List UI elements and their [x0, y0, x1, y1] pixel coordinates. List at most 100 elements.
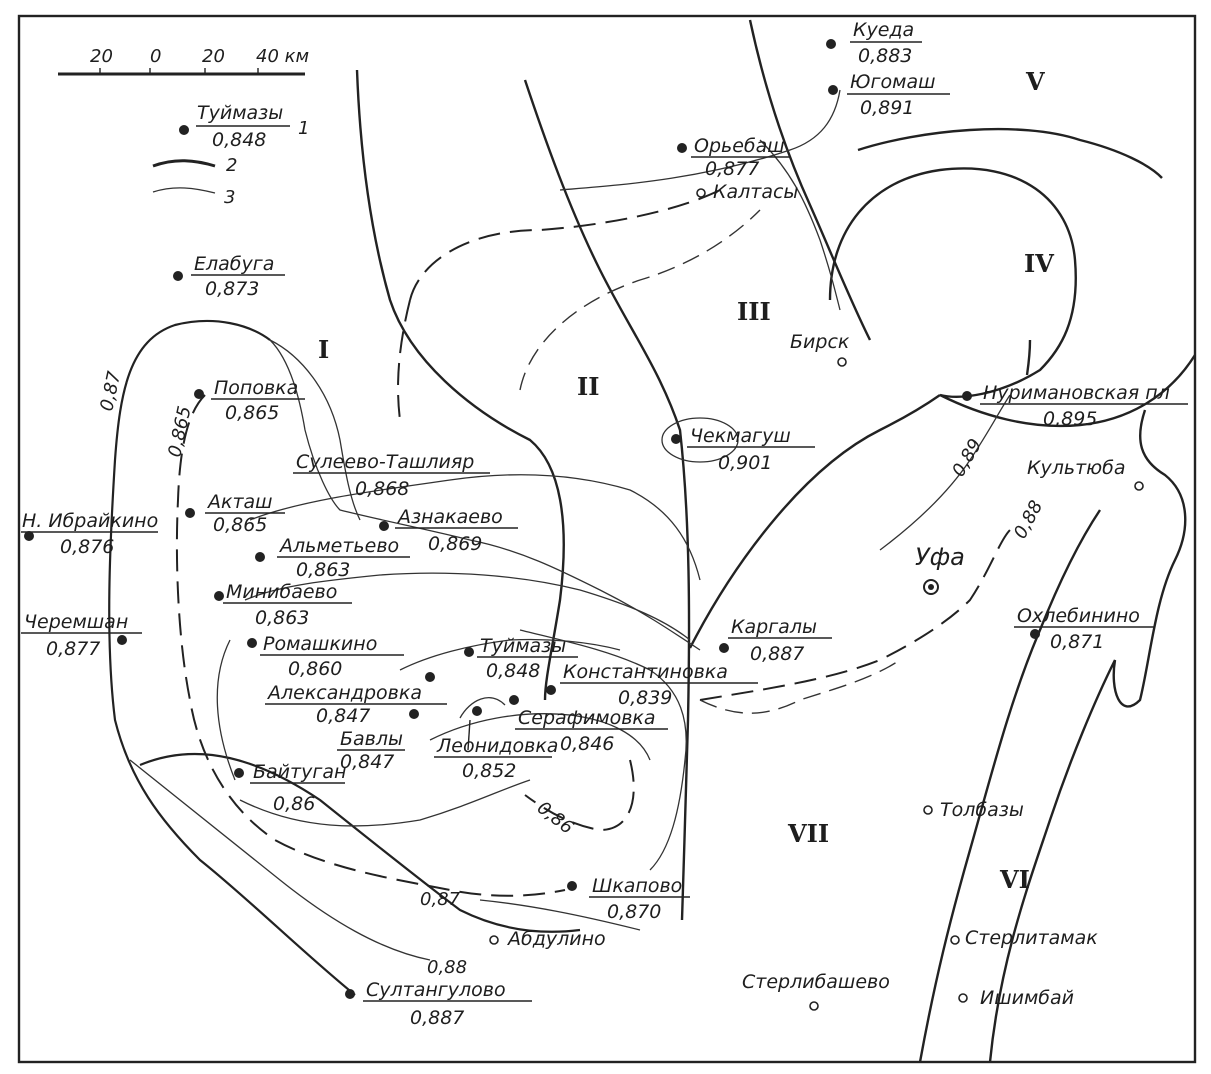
svg-text:0,883: 0,883 [858, 45, 912, 67]
svg-text:Байтуган: Байтуган [253, 761, 346, 783]
scale-tick-4: 40 км [256, 46, 309, 67]
field-okhlebinino: Охлебинино 0,871 [1014, 605, 1155, 653]
svg-text:0,870: 0,870 [607, 901, 661, 923]
svg-text:0,895: 0,895 [1043, 408, 1097, 430]
svg-text:Александровка: Александровка [266, 682, 422, 704]
field-konstantinovka: Константиновка 0,839 [546, 661, 758, 709]
legend-line-3 [152, 187, 216, 194]
field-bavly: Бавлы 0,847 [337, 709, 419, 773]
svg-text:0,865: 0,865 [225, 402, 279, 424]
svg-text:Султангулово: Султангулово [366, 979, 506, 1001]
svg-text:Н. Ибрайкино: Н. Ибрайкино [22, 510, 158, 532]
svg-text:Минибаево: Минибаево [226, 581, 337, 603]
zone-label-7: VII [787, 819, 829, 848]
town-sterlibashevo: Стерлибашево [742, 971, 890, 1011]
field-almetyevo: Альметьево 0,863 [255, 535, 410, 581]
field-yugomash: Югомаш 0,891 [828, 71, 950, 119]
field-tuymazy: Туймазы 0,848 [464, 635, 578, 682]
scale-tick-1: 20 [90, 46, 113, 67]
svg-text:0,868: 0,868 [355, 478, 409, 500]
zone-label-1: I [318, 335, 329, 364]
field-minibaevo: Минибаево 0,863 [214, 581, 352, 629]
svg-text:Константиновка: Константиновка [563, 661, 728, 683]
field-kargaly: Каргалы 0,887 [719, 616, 832, 665]
legend-sample-name: Туймазы [197, 102, 283, 124]
town-kaltasy: Калтасы [696, 181, 798, 203]
svg-text:Леонидовка: Леонидовка [436, 735, 558, 757]
town-abdulino: Абдулино [489, 928, 606, 950]
svg-text:Черемшан: Черемшан [24, 611, 128, 633]
svg-text:Акташ: Акташ [206, 491, 273, 513]
town-tolbazy: Толбазы [923, 799, 1024, 821]
svg-text:0,871: 0,871 [1050, 631, 1104, 653]
svg-text:0,876: 0,876 [60, 536, 114, 558]
field-aznakaevo: Азнакаево 0,869 [379, 506, 518, 555]
zone-label-4: IV [1024, 249, 1054, 278]
field-orebash: Орьебаш 0,877 [677, 135, 790, 180]
svg-text:0,863: 0,863 [296, 559, 350, 581]
svg-text:Калтасы: Калтасы [713, 181, 798, 203]
field-popovka: Поповка 0,865 [194, 377, 305, 424]
legend-sample-value: 0,848 [212, 129, 266, 151]
field-suleevo-tashliyar: Сулеево-Ташлияр 0,868 [293, 451, 490, 500]
scale-tick-2: 0 [150, 46, 161, 67]
svg-text:Бавлы: Бавлы [340, 728, 403, 750]
svg-text:0,877: 0,877 [46, 638, 100, 660]
field-kueda: Куеда 0,883 [826, 19, 922, 67]
svg-text:0,891: 0,891 [860, 97, 914, 119]
field-shkapovo: Шкапово 0,870 [567, 875, 690, 923]
field-n-ibraykino: Н. Ибрайкино 0,876 [21, 510, 158, 558]
svg-text:0,865: 0,865 [213, 514, 267, 536]
svg-text:Стерлибашево: Стерлибашево [742, 971, 890, 993]
legend: Туймазы 0,848 1 2 3 [152, 102, 309, 208]
field-serafimovka: Серафимовка 0,846 [509, 695, 668, 755]
svg-text:0,852: 0,852 [462, 760, 516, 782]
isolines [108, 89, 1011, 996]
zone-boundaries [355, 19, 1197, 1063]
svg-text:Куеда: Куеда [853, 19, 914, 41]
svg-text:Уфа: Уфа [915, 543, 965, 571]
svg-text:0,869: 0,869 [428, 533, 482, 555]
isoline-label-088-east: 0,88 [1010, 497, 1047, 542]
svg-text:0,839: 0,839 [618, 687, 672, 709]
field-baytugan: Байтуган 0,86 [234, 761, 346, 815]
svg-text:0,847: 0,847 [340, 751, 394, 773]
legend-field-dot [179, 125, 189, 135]
field-cheremshan: Черемшан 0,877 [21, 611, 142, 660]
svg-text:Орьебаш: Орьебаш [694, 135, 785, 157]
field-romashkino: Ромашкино 0,860 [247, 633, 404, 680]
svg-text:Культюба: Культюба [1027, 457, 1126, 479]
town-birsk: Бирск [790, 331, 850, 367]
svg-text:Ромашкино: Ромашкино [263, 633, 377, 655]
svg-text:0,863: 0,863 [255, 607, 309, 629]
svg-text:Альметьево: Альметьево [278, 535, 399, 557]
field-leonidovka: Леонидовка 0,852 [434, 697, 558, 782]
svg-text:Каргалы: Каргалы [731, 616, 817, 638]
svg-text:Азнакаево: Азнакаево [396, 506, 503, 528]
isoline-label-088-south: 0,88 [427, 957, 467, 978]
svg-text:Шкапово: Шкапово [592, 875, 682, 897]
isoline-label-0865: 0,865 [164, 404, 195, 459]
svg-text:0,873: 0,873 [205, 278, 259, 300]
isoline-label-087-south: 0,87 [420, 889, 461, 910]
svg-text:Ишимбай: Ишимбай [980, 987, 1074, 1009]
svg-text:Толбазы: Толбазы [940, 799, 1024, 821]
svg-text:0,887: 0,887 [750, 643, 804, 665]
legend-item-3: 3 [224, 187, 235, 208]
svg-text:Серафимовка: Серафимовка [518, 707, 656, 729]
svg-text:0,901: 0,901 [718, 452, 772, 474]
map-frame [17, 14, 1197, 1064]
zone-label-5: V [1025, 67, 1045, 96]
svg-text:0,860: 0,860 [288, 658, 342, 680]
town-sterlitamak: Стерлитамак [950, 927, 1098, 949]
svg-text:Стерлитамак: Стерлитамак [965, 927, 1098, 949]
field-nurimanovskaya: Нуримановская пл 0,895 [962, 382, 1188, 430]
scale-tick-3: 20 [202, 46, 225, 67]
legend-item-2: 2 [226, 155, 237, 176]
zone-label-6: VI [999, 865, 1030, 894]
isoline-label-086: 0,86 [533, 797, 578, 838]
svg-text:Туймазы: Туймазы [480, 635, 566, 657]
town-ishimbay: Ишимбай [958, 987, 1074, 1009]
field-sultangulovo: Султангулово 0,887 [345, 979, 532, 1029]
svg-text:Чекмагуш: Чекмагуш [690, 425, 791, 447]
